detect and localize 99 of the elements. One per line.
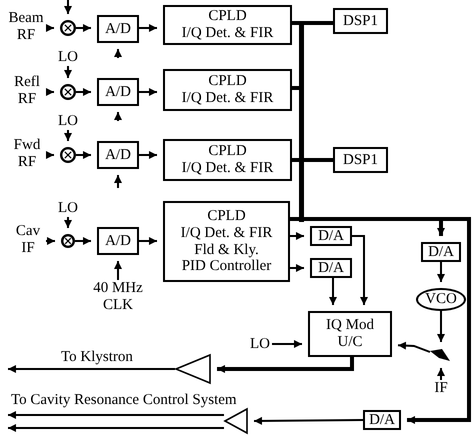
signal-label: Cav IF [10, 223, 46, 259]
box-label: DSP1 [342, 12, 378, 30]
box-label: D/A [318, 228, 344, 244]
processor-box [163, 69, 292, 111]
box-label: CPLD [207, 208, 246, 225]
arrow [139, 237, 157, 245]
arrow [8, 411, 224, 419]
arrow [139, 151, 157, 159]
arrow [46, 237, 55, 245]
arrow [64, 0, 72, 14]
box-label: Fld & Kly. [194, 242, 259, 258]
converter-box [97, 227, 139, 255]
arrow [272, 340, 302, 348]
dsp-box [333, 147, 388, 173]
arrow [64, 66, 72, 78]
converter-box [97, 78, 139, 106]
converter-box [310, 226, 352, 246]
arrow [437, 311, 445, 342]
arrow [76, 88, 91, 96]
box-label: CPLD [208, 73, 247, 90]
converter-box [97, 141, 139, 169]
converter-box [421, 242, 461, 262]
signal-label: Beam RF [6, 10, 46, 46]
arrow [139, 88, 157, 96]
edge-label: To Klystron [60, 350, 134, 365]
arrow [76, 151, 91, 159]
arrow [304, 217, 471, 424]
box-label: D/A [369, 412, 395, 428]
bus-line [292, 21, 299, 25]
processor-box [163, 5, 292, 45]
dsp-box [333, 8, 388, 34]
converter-box [363, 410, 401, 430]
arrow [352, 235, 368, 305]
arrow [46, 88, 54, 96]
signal-label: Fwd RF [8, 137, 46, 173]
arrow [46, 151, 54, 159]
vco-ellipse [416, 288, 466, 311]
box-label: I/Q Det. & FIR [180, 224, 272, 242]
box-label: I/Q Det. & FIR [182, 160, 274, 177]
box-label: CPLD [208, 143, 247, 160]
mixer-symbol [60, 147, 76, 163]
data-bus [299, 21, 304, 222]
signal-label: LO [56, 200, 80, 217]
mixer-symbol [60, 84, 76, 100]
bus-line [292, 158, 299, 162]
signal-label: IF [432, 380, 450, 397]
amplifier-triangle [224, 408, 248, 434]
box-label: A/D [105, 20, 131, 38]
box-label: DSP1 [342, 152, 378, 168]
arrow [114, 261, 122, 280]
signal-label: LO [56, 113, 80, 130]
arrow [139, 24, 157, 32]
box-label: I/Q Det. & FIR [182, 25, 274, 42]
converter-box [97, 15, 139, 43]
amplifier-triangle [175, 354, 211, 384]
arrow [76, 24, 91, 32]
box-label: A/D [105, 84, 131, 100]
box-label: D/A [318, 260, 344, 276]
arrow [75, 237, 91, 245]
signal-label: LO [248, 336, 272, 353]
converter-box [310, 258, 352, 278]
box-label: I/Q Det. & FIR [182, 90, 274, 107]
box-label: D/A [428, 244, 454, 260]
arrow [114, 175, 122, 188]
signal-label: LO [56, 49, 80, 66]
arrow [46, 24, 54, 32]
box-label: CPLD [208, 8, 247, 25]
box-label: A/D [105, 232, 131, 250]
arrow [254, 416, 364, 425]
arrow [64, 130, 72, 141]
signal-label: Refl RF [8, 74, 46, 110]
processor-box [163, 201, 290, 282]
mixer-symbol [60, 20, 76, 36]
signal-label: 40 MHz CLK [86, 280, 150, 316]
arrow [217, 357, 354, 373]
arrow [64, 217, 72, 228]
box-label: A/D [105, 146, 131, 164]
arrow [8, 424, 224, 432]
bus-line [304, 21, 333, 25]
bus-line [292, 86, 299, 90]
modulator-box [308, 311, 392, 357]
arrow [329, 278, 337, 305]
arrow [290, 264, 304, 272]
arrow [114, 49, 122, 58]
switch-symbol [430, 348, 450, 362]
arrow [398, 342, 430, 353]
bus-line [290, 217, 299, 221]
arrow [437, 262, 445, 282]
box-label: PID Controller [182, 258, 272, 276]
bus-line [304, 158, 333, 162]
arrow [290, 232, 304, 240]
mixer-symbol [61, 234, 75, 248]
arrow [114, 112, 122, 121]
arrow [437, 368, 445, 380]
arrow [8, 365, 175, 373]
box-label: U/C [337, 334, 362, 351]
box-label: VCO [425, 291, 457, 308]
box-label: IQ Mod [326, 317, 374, 334]
processor-box [163, 139, 292, 181]
